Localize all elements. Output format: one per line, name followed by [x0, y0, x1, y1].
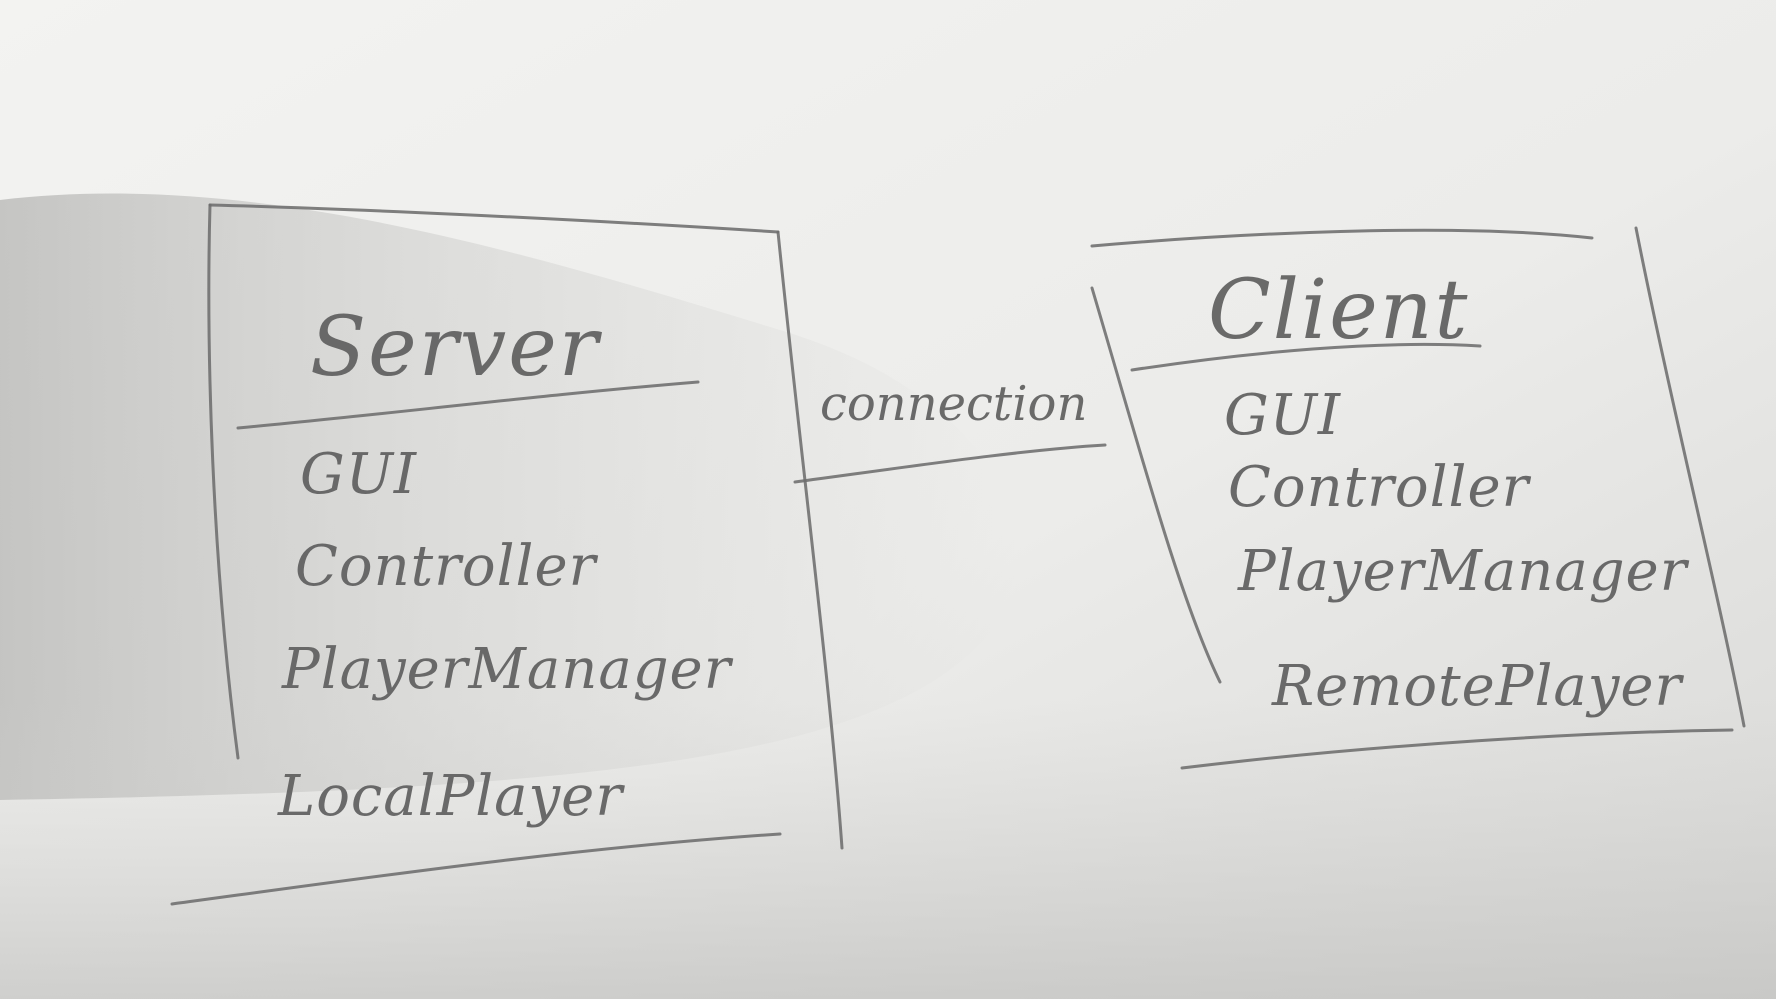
server-member-gui: GUI: [300, 442, 418, 507]
client-member-remoteplayer: RemotePlayer: [1271, 654, 1685, 719]
client-member-playermanager: PlayerManager: [1237, 539, 1690, 604]
server-box-top-line: [208, 203, 780, 234]
server-box-left-line: [207, 203, 240, 760]
client-title: Client: [1208, 263, 1469, 358]
connection-line: [793, 443, 1107, 484]
server-title: Server: [310, 300, 603, 395]
client-box-top-line: [1090, 228, 1594, 248]
client-member-controller: Controller: [1228, 455, 1532, 520]
connection-label: connection: [820, 376, 1087, 432]
client-title-divider: [1130, 342, 1482, 372]
client-box-right-line: [1634, 226, 1746, 728]
client-box-bottom-line: [1180, 728, 1734, 770]
server-box-bottom-line: [170, 832, 782, 906]
server-title-divider: [236, 380, 700, 430]
client-box-left-line: [1090, 286, 1222, 684]
server-member-playermanager: PlayerManager: [281, 637, 734, 702]
server-box: Server GUI Controller PlayerManager Loca…: [170, 203, 844, 906]
client-box: Client GUI Controller PlayerManager Remo…: [1090, 226, 1746, 770]
server-box-right-line: [776, 230, 844, 850]
client-member-gui: GUI: [1224, 383, 1342, 448]
server-member-localplayer: LocalPlayer: [277, 764, 625, 829]
server-member-controller: Controller: [295, 534, 599, 599]
connection-link: connection: [793, 376, 1107, 484]
